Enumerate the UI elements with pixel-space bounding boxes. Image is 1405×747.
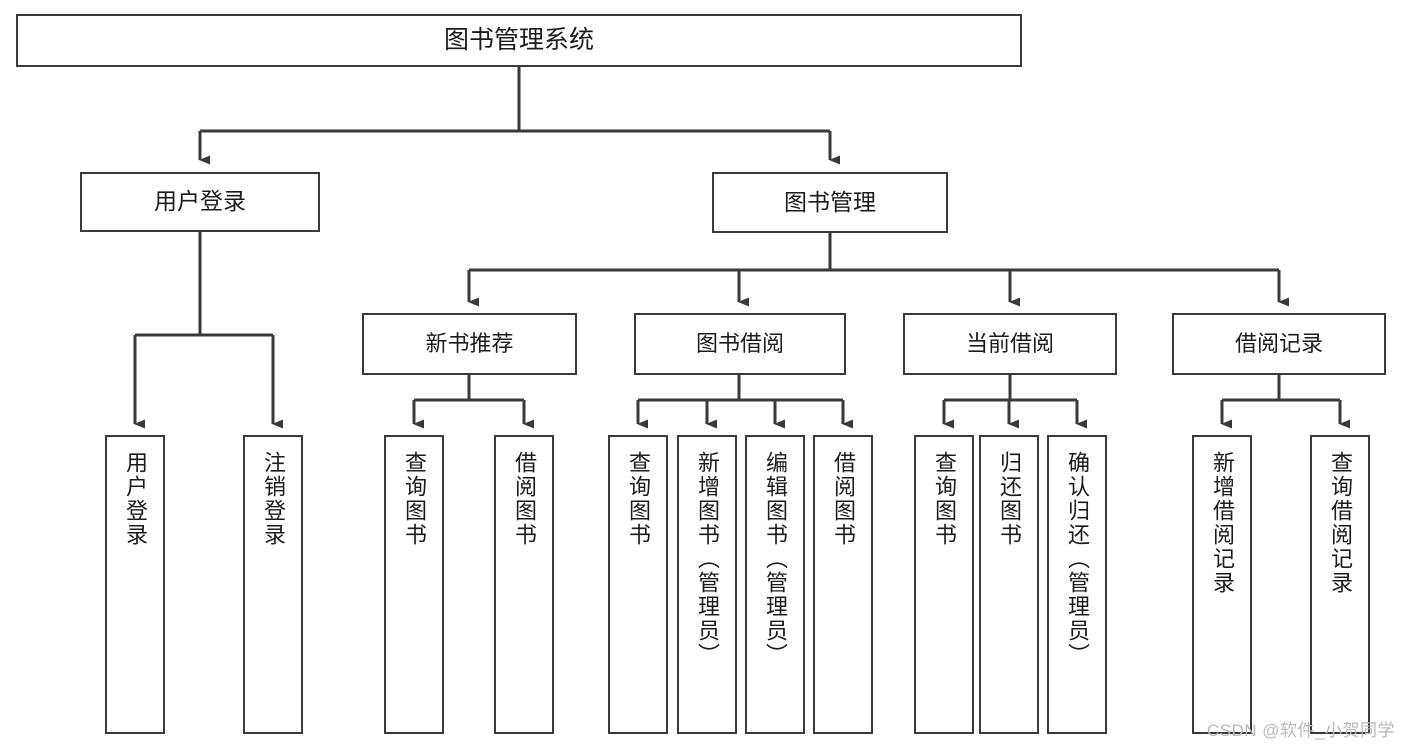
node-label: 新增借阅记录 bbox=[1210, 451, 1235, 595]
leaf-user-login[interactable]: 用户登录 bbox=[105, 435, 165, 734]
leaf-return-book[interactable]: 归还图书 bbox=[979, 435, 1039, 734]
leaf-edit-book-admin[interactable]: 编辑图书（管理员） bbox=[745, 435, 805, 734]
node-label: 图书管理 bbox=[784, 188, 876, 215]
node-label: 用户登录 bbox=[123, 451, 148, 547]
node-label: 借阅图书 bbox=[831, 451, 856, 547]
leaf-query-book-recommend[interactable]: 查询图书 bbox=[384, 435, 444, 734]
node-borrow-records[interactable]: 借阅记录 bbox=[1172, 313, 1386, 375]
node-label: 当前借阅 bbox=[965, 331, 1054, 357]
node-label: 借阅图书 bbox=[512, 451, 537, 547]
node-new-book-recommend[interactable]: 新书推荐 bbox=[362, 313, 577, 375]
node-label: 查询图书 bbox=[402, 451, 427, 547]
leaf-query-book-borrow[interactable]: 查询图书 bbox=[608, 435, 668, 734]
leaf-borrow-book[interactable]: 借阅图书 bbox=[813, 435, 873, 734]
node-book-borrow[interactable]: 图书借阅 bbox=[634, 313, 846, 375]
node-label: 查询图书 bbox=[626, 451, 651, 547]
leaf-borrow-book-recommend[interactable]: 借阅图书 bbox=[494, 435, 554, 734]
node-root-library-system[interactable]: 图书管理系统 bbox=[16, 14, 1022, 67]
node-label: 用户登录 bbox=[154, 188, 246, 215]
node-label: 确认归还（管理员） bbox=[1065, 451, 1090, 667]
node-label: 图书借阅 bbox=[695, 331, 784, 357]
node-label: 借阅记录 bbox=[1234, 331, 1323, 357]
node-label: 注销登录 bbox=[261, 451, 286, 547]
watermark-text: CSDN @软件_小贺同学 bbox=[1206, 721, 1395, 740]
leaf-add-book-admin[interactable]: 新增图书（管理员） bbox=[677, 435, 737, 734]
leaf-confirm-return-admin[interactable]: 确认归还（管理员） bbox=[1047, 435, 1107, 734]
node-label: 新增图书（管理员） bbox=[695, 451, 720, 667]
node-user-login[interactable]: 用户登录 bbox=[80, 172, 320, 232]
node-label: 查询图书 bbox=[932, 451, 957, 547]
node-label: 归还图书 bbox=[997, 451, 1022, 547]
leaf-query-book-current[interactable]: 查询图书 bbox=[914, 435, 974, 734]
node-label: 查询借阅记录 bbox=[1328, 451, 1353, 595]
leaf-add-borrow-record[interactable]: 新增借阅记录 bbox=[1192, 435, 1252, 734]
node-label: 图书管理系统 bbox=[443, 25, 594, 54]
node-current-borrow[interactable]: 当前借阅 bbox=[903, 313, 1117, 375]
leaf-logout-login[interactable]: 注销登录 bbox=[243, 435, 303, 734]
node-label: 编辑图书（管理员） bbox=[763, 451, 788, 667]
node-label: 新书推荐 bbox=[425, 331, 514, 357]
leaf-query-borrow-record[interactable]: 查询借阅记录 bbox=[1310, 435, 1370, 734]
node-book-management[interactable]: 图书管理 bbox=[712, 172, 948, 233]
